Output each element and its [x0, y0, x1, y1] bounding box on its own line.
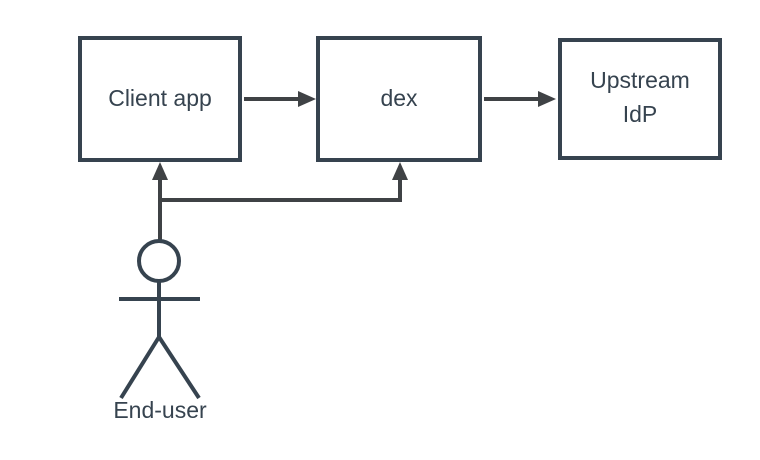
arrowhead-right-icon	[298, 91, 316, 107]
dex-label: dex	[380, 85, 418, 111]
stick-figure-head-icon	[137, 239, 181, 283]
client-app-box	[78, 36, 242, 162]
arrow-end-user-to-dex	[160, 162, 408, 202]
node-client-app: Client app	[78, 36, 242, 162]
arrow-client-app-to-dex	[244, 91, 316, 107]
stick-figure-right-leg	[157, 335, 201, 400]
upstream-idp-label-line2: IdP	[623, 101, 658, 127]
arrow-end-user-to-client-app	[152, 162, 168, 241]
actor-end-user: End-user	[113, 239, 207, 423]
arrow-elbow-line	[160, 180, 402, 202]
client-app-label: Client app	[108, 85, 212, 111]
upstream-idp-label-line1: Upstream	[590, 67, 690, 93]
arrow-dex-to-upstream-idp	[484, 91, 556, 107]
end-user-label: End-user	[113, 397, 207, 423]
stick-figure-left-leg	[119, 335, 161, 400]
node-dex: dex	[316, 36, 482, 162]
arrowhead-up-icon	[152, 162, 168, 180]
upstream-idp-box	[558, 38, 722, 160]
arrowhead-up-icon	[392, 162, 408, 180]
dex-box	[316, 36, 482, 162]
arrowhead-right-icon	[538, 91, 556, 107]
node-upstream-idp: Upstream IdP	[558, 38, 722, 160]
